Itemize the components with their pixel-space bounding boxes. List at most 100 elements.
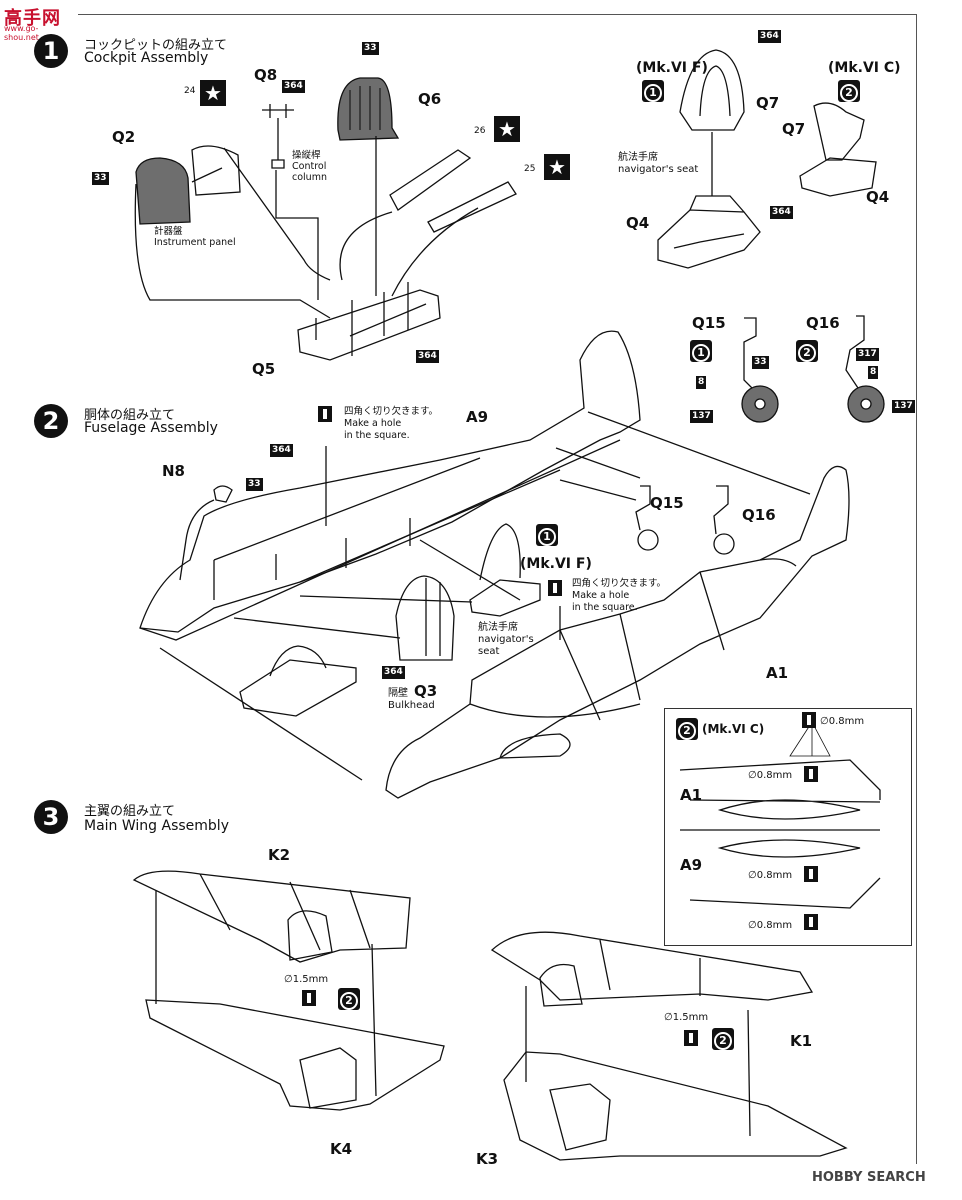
control-column-jp: 操縦桿: [292, 150, 321, 161]
inset-version-badge-text: 2: [678, 722, 696, 740]
hole-note-jp-2: 四角く切り欠きます。: [572, 578, 667, 589]
inset-version-badge: 2: [676, 718, 698, 740]
decal-star-icon-3: ★: [544, 154, 570, 180]
paint-code-364-bulkhead: 364: [382, 666, 405, 679]
wing-diameter-1: ∅1.5mm: [284, 974, 329, 985]
version-badge-2-text: 2: [840, 84, 858, 102]
wing-version-badge-1: 2: [338, 988, 360, 1010]
cut-hole-icon-2: [548, 580, 562, 596]
part-label-q4-b: Q4: [866, 188, 890, 206]
gear-version-badge-2-text: 2: [798, 344, 816, 362]
cut-hole-icon: [318, 406, 332, 422]
inset-drill-icon-2: [804, 766, 818, 782]
part-label-q15-fuselage: Q15: [650, 494, 684, 512]
fuselage-half-a1: [385, 465, 850, 799]
step-number-3: 3: [34, 800, 68, 834]
hole-note-en-2: in the square.: [344, 430, 410, 441]
decal-star-icon-2: ★: [494, 116, 520, 142]
part-label-k3: K3: [476, 1150, 499, 1168]
decal-25-outline: [427, 181, 517, 233]
paint-code-33-b: 33: [362, 42, 379, 55]
instrument-panel-jp: 計器盤: [154, 226, 183, 237]
step-3-title-en: Main Wing Assembly: [84, 818, 229, 834]
pilot-seat-part: [337, 77, 400, 141]
wing-lower-k3: [503, 1051, 848, 1161]
wing-drill-icon-1: [302, 990, 316, 1006]
hole-note-en-1: Make a hole: [344, 418, 402, 429]
inset-drill-icon-4: [804, 914, 818, 930]
decal-number-24: 24: [184, 86, 196, 96]
part-label-q4-a: Q4: [626, 214, 650, 232]
wing-upper-k2: [132, 870, 411, 963]
navigator-seat-en: navigator's seat: [618, 164, 699, 175]
inset-diameter-4: ∅0.8mm: [748, 920, 793, 931]
part-label-q6: Q6: [418, 90, 442, 108]
paint-code-364-nav-b: 364: [770, 206, 793, 219]
inset-diameter-1: ∅0.8mm: [820, 716, 865, 727]
paint-code-33-gear: 33: [752, 356, 769, 369]
version-badge-1-text: 1: [644, 84, 662, 102]
nav-seat-en-fuselage-2: seat: [478, 646, 500, 657]
step-3-title-jp: 主翼の組み立て: [84, 804, 176, 819]
paint-code-317: 317: [856, 348, 879, 361]
inset-drill-icon-3: [804, 866, 818, 882]
mk6c-inset-box: [664, 708, 912, 946]
paint-code-137-a: 137: [690, 410, 713, 423]
gear-leg-q15: [743, 317, 757, 393]
part-label-q3: Q3: [414, 682, 438, 700]
page-border-right: [916, 14, 917, 1164]
paint-code-8-a: 8: [696, 376, 707, 389]
inset-label-a9: A9: [680, 856, 703, 874]
version-badge-1-fuselage-text: 1: [538, 528, 556, 546]
control-column-en-2: column: [292, 172, 327, 183]
gear-version-badge-1: 1: [690, 340, 712, 362]
decal-number-25: 25: [524, 164, 536, 174]
part-label-q5: Q5: [252, 360, 276, 378]
antenna-part-n8: [213, 485, 233, 503]
paint-code-33-fuselage: 33: [246, 478, 263, 491]
control-column-part: [262, 104, 294, 169]
navigator-seat-jp: 航法手席: [618, 152, 658, 163]
hole-note-jp: 四角く切り欠きます。: [344, 406, 439, 417]
nav-seat-base-q4: [657, 209, 761, 269]
paint-code-364-a: 364: [282, 80, 305, 93]
part-label-q2: Q2: [112, 128, 136, 146]
paint-code-364-b: 364: [416, 350, 439, 363]
wing-version-badge-2: 2: [712, 1028, 734, 1050]
decal-number-26: 26: [474, 126, 486, 136]
part-label-a9: A9: [466, 408, 489, 426]
paint-code-8-b: 8: [868, 366, 879, 379]
hole-note-en-3: Make a hole: [572, 590, 630, 601]
decal-26-outline: [389, 149, 472, 211]
nav-seat-en-fuselage-1: navigator's: [478, 634, 534, 645]
version-badge-1: 1: [642, 80, 664, 102]
inset-label-a1: A1: [680, 786, 703, 804]
wing-drill-icon-2: [684, 1030, 698, 1046]
step-1-title-en: Cockpit Assembly: [84, 50, 209, 66]
inset-mk6c-label: (Mk.VI C): [702, 722, 765, 736]
paint-code-364-fuselage: 364: [270, 444, 293, 457]
part-label-a1: A1: [766, 664, 789, 682]
wing-lower-k4: [145, 999, 445, 1111]
hobby-search-watermark: HOBBY SEARCH: [812, 1170, 926, 1185]
nav-seat-step2: [469, 579, 541, 617]
version-badge-1-fuselage: 1: [536, 524, 558, 546]
inset-diameter-2: ∅0.8mm: [748, 770, 793, 781]
pilot-seat-step2: [239, 659, 357, 717]
inset-fuselage-a1-section: [679, 759, 881, 820]
step-1-title-jp: コックピットの組み立て: [84, 38, 228, 53]
wing-upper-k1: [490, 931, 814, 1001]
part-label-q15: Q15: [692, 314, 726, 332]
part-label-k2: K2: [268, 846, 291, 864]
bulkhead-q3: [395, 575, 455, 661]
part-label-q16: Q16: [806, 314, 840, 332]
decal-star-icon: ★: [200, 80, 226, 106]
mk6c-label: (Mk.VI C): [828, 60, 901, 76]
fuselage-half-a9: [139, 330, 641, 633]
instrument-panel-en: Instrument panel: [154, 237, 236, 248]
watermark-url: www.go-shou.net: [4, 24, 39, 42]
part-label-q7-b: Q7: [782, 120, 806, 138]
part-label-q8: Q8: [254, 66, 278, 84]
wing-version-badge-1-text: 2: [340, 992, 358, 1010]
